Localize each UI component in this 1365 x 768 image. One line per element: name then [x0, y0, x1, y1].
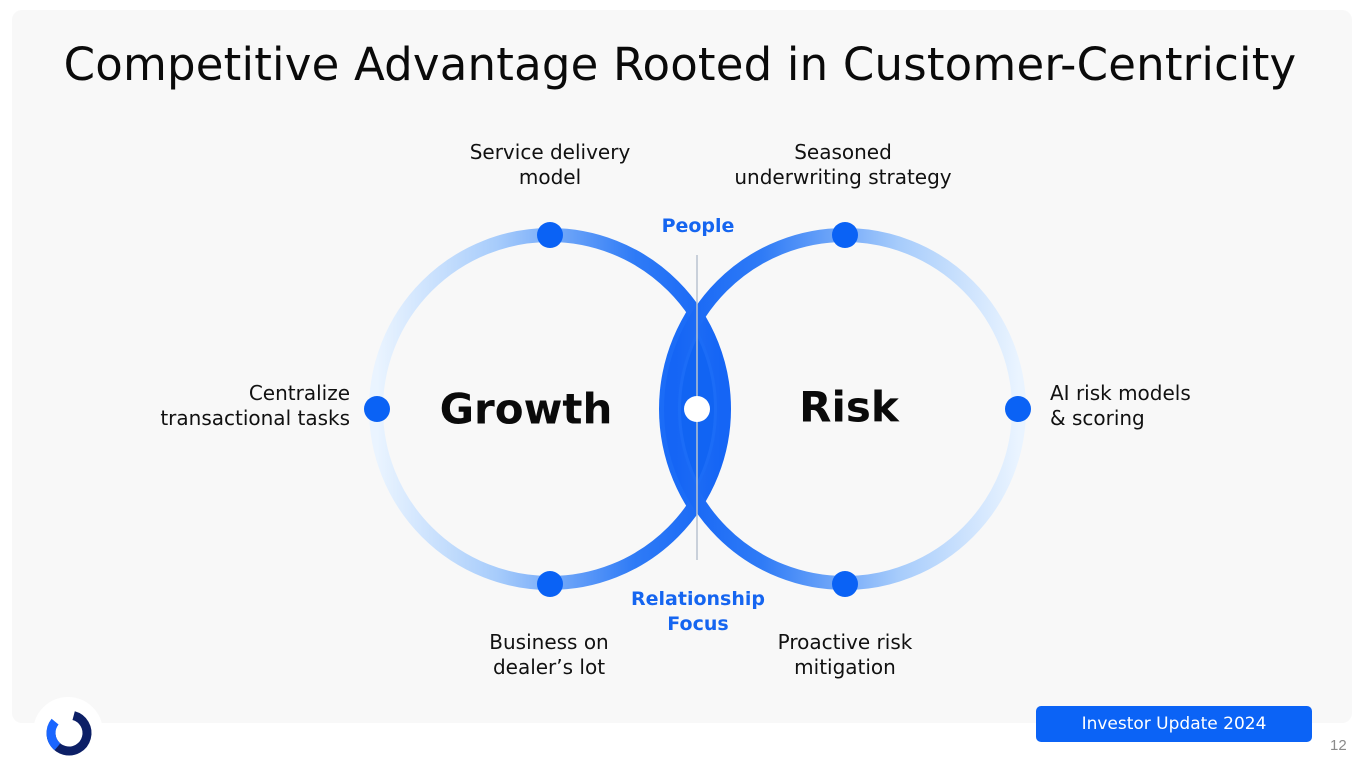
ring-logo-icon: [33, 697, 103, 767]
risk-bottom-dot: [832, 571, 858, 597]
growth-left-dot: [364, 396, 390, 422]
people-label: People: [661, 215, 735, 237]
investor-update-badge: Investor Update 2024: [1036, 706, 1312, 742]
relationship-focus-label: Relationship Focus: [631, 588, 765, 635]
risk-top-point-label: Seasoned underwriting strategy: [734, 140, 952, 189]
growth-bottom-dot: [537, 571, 563, 597]
slide-title: Competitive Advantage Rooted in Customer…: [63, 38, 1297, 91]
risk-right-dot: [1005, 396, 1031, 422]
growth-label: Growth: [439, 384, 613, 434]
center-white-dot: [684, 396, 710, 422]
page-number: 12: [1330, 737, 1347, 754]
growth-top-dot: [537, 222, 563, 248]
risk-top-dot: [832, 222, 858, 248]
growth-bottom-point-label: Business on dealer’s lot: [489, 630, 609, 679]
risk-label: Risk: [799, 382, 899, 432]
risk-bottom-point-label: Proactive risk mitigation: [777, 630, 913, 679]
growth-top-point-label: Service delivery model: [469, 140, 631, 189]
risk-right-point-label: AI risk models & scoring: [1050, 381, 1191, 430]
growth-left-point-label: Centralize transactional tasks: [160, 381, 350, 430]
